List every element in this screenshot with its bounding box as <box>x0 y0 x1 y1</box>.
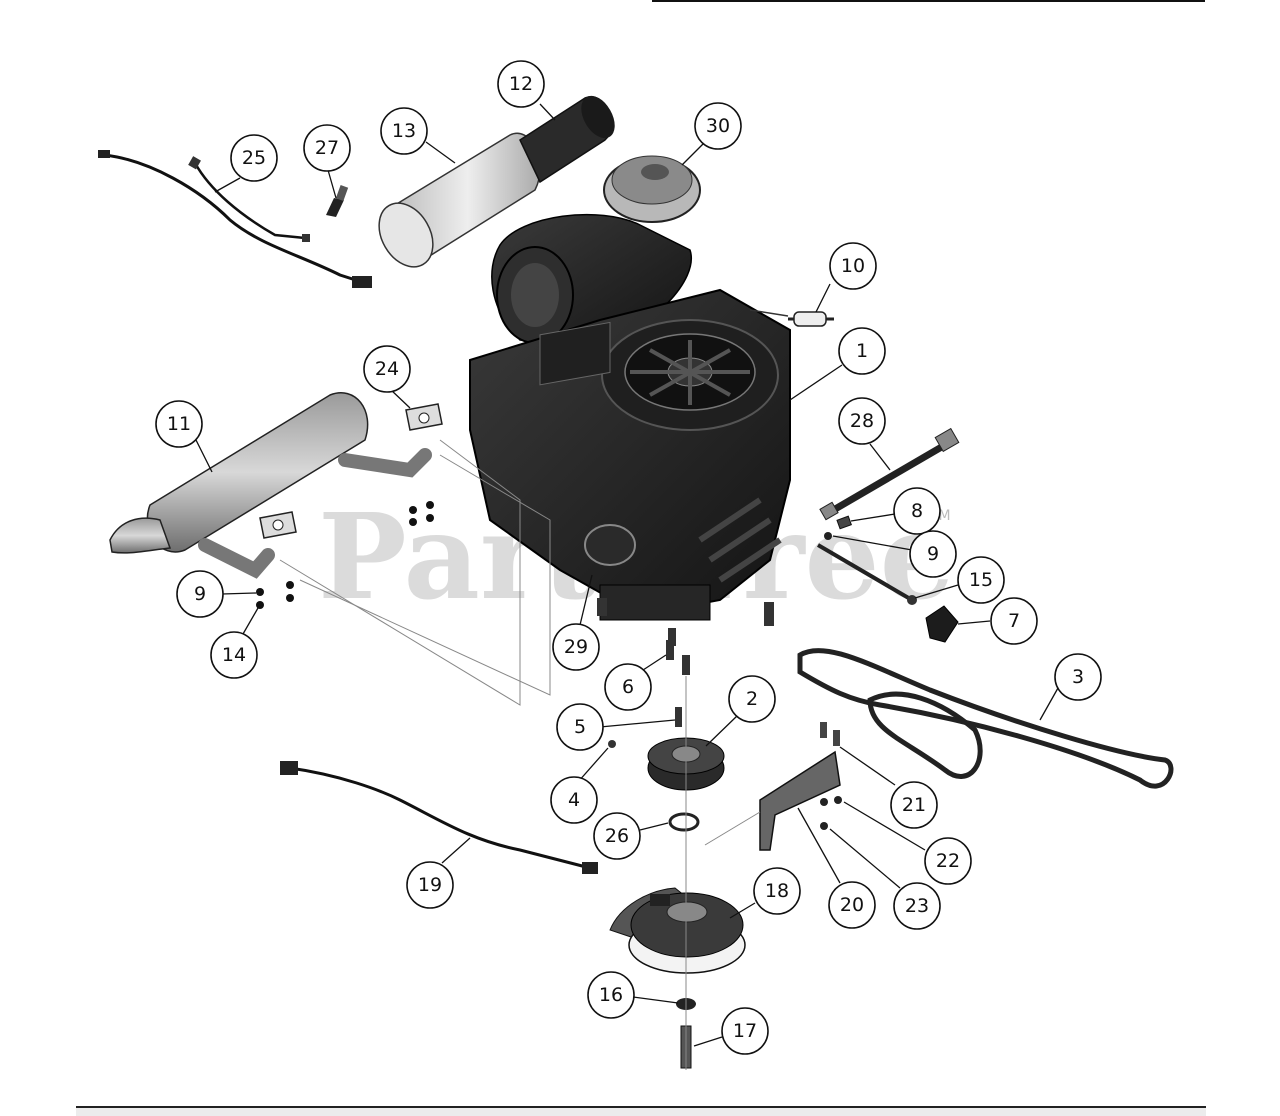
fuel-filter-part <box>749 309 834 327</box>
svg-text:17: 17 <box>733 1020 757 1042</box>
callout-11[interactable]: 11 <box>155 400 203 448</box>
callout-3[interactable]: 3 <box>1054 653 1102 701</box>
callout-12[interactable]: 12 <box>497 60 545 108</box>
svg-text:23: 23 <box>905 895 929 917</box>
callout-9-left[interactable]: 9 <box>176 570 224 618</box>
svg-text:7: 7 <box>1008 610 1020 632</box>
callouts: 1 2 3 4 5 6 7 8 9 9 10 11 12 13 14 15 16… <box>155 60 1102 1055</box>
footer-bar <box>76 1106 1206 1116</box>
exhaust-gaskets-part <box>259 403 443 539</box>
svg-text:5: 5 <box>574 716 586 738</box>
svg-text:24: 24 <box>375 358 399 380</box>
callout-27[interactable]: 27 <box>303 124 351 172</box>
spacer-part <box>668 812 700 832</box>
fitting-part <box>836 515 852 530</box>
svg-text:29: 29 <box>564 636 588 658</box>
svg-text:28: 28 <box>850 410 874 432</box>
callout-8[interactable]: 8 <box>893 487 941 535</box>
svg-text:9: 9 <box>927 543 939 565</box>
oil-fill-cap-part <box>925 605 959 643</box>
svg-text:21: 21 <box>902 794 926 816</box>
svg-text:1: 1 <box>856 340 868 362</box>
svg-text:18: 18 <box>765 880 789 902</box>
svg-text:8: 8 <box>911 500 923 522</box>
drive-belt-part <box>797 648 1174 789</box>
svg-text:26: 26 <box>605 825 629 847</box>
wiring-harness-part <box>98 150 372 288</box>
hydraulic-hose-part <box>819 427 960 521</box>
bracket-hardware-part <box>820 722 842 830</box>
callout-28[interactable]: 28 <box>838 397 886 445</box>
svg-text:13: 13 <box>392 120 416 142</box>
dipstick-tube-part <box>816 543 917 605</box>
callout-1[interactable]: 1 <box>838 327 886 375</box>
svg-text:4: 4 <box>568 789 580 811</box>
svg-text:25: 25 <box>242 147 266 169</box>
pre-cleaner-part <box>519 95 615 184</box>
callout-14[interactable]: 14 <box>210 631 258 679</box>
crank-key-part <box>675 707 682 727</box>
svg-text:27: 27 <box>315 137 339 159</box>
callout-18[interactable]: 18 <box>753 867 801 915</box>
callout-19[interactable]: 19 <box>406 861 454 909</box>
washer-right-part <box>824 532 832 540</box>
callout-20[interactable]: 20 <box>828 881 876 929</box>
callout-24[interactable]: 24 <box>363 345 411 393</box>
callout-9-right[interactable]: 9 <box>909 530 957 578</box>
callout-13[interactable]: 13 <box>380 107 428 155</box>
callout-25[interactable]: 25 <box>230 134 278 182</box>
svg-text:10: 10 <box>841 255 865 277</box>
spark-plug-part <box>326 185 349 217</box>
clutch-wire-harness-part <box>280 761 598 874</box>
callout-2[interactable]: 2 <box>728 675 776 723</box>
pto-clutch-part <box>609 887 746 974</box>
svg-text:2: 2 <box>746 688 758 710</box>
leader-lines <box>195 103 1059 1047</box>
callout-30[interactable]: 30 <box>694 102 742 150</box>
svg-text:6: 6 <box>622 676 634 698</box>
engine-bolts-part <box>666 640 690 675</box>
svg-text:11: 11 <box>167 413 191 435</box>
mounting-bolts-part <box>597 598 774 646</box>
svg-text:22: 22 <box>936 850 960 872</box>
callout-17[interactable]: 17 <box>721 1007 769 1055</box>
callout-10[interactable]: 10 <box>829 242 877 290</box>
svg-text:19: 19 <box>418 874 442 896</box>
exhaust-nuts-part <box>256 501 434 609</box>
callout-4[interactable]: 4 <box>550 776 598 824</box>
svg-text:14: 14 <box>222 644 246 666</box>
callout-7[interactable]: 7 <box>990 597 1038 645</box>
callout-23[interactable]: 23 <box>893 882 941 930</box>
air-cleaner-cover-part <box>603 155 701 223</box>
callout-6[interactable]: 6 <box>604 663 652 711</box>
callout-21[interactable]: 21 <box>890 781 938 829</box>
svg-text:3: 3 <box>1072 666 1084 688</box>
svg-text:30: 30 <box>706 115 730 137</box>
svg-text:20: 20 <box>840 894 864 916</box>
callout-15[interactable]: 15 <box>957 556 1005 604</box>
set-screw-part <box>608 740 616 748</box>
callout-5[interactable]: 5 <box>556 703 604 751</box>
svg-text:9: 9 <box>194 583 206 605</box>
guide-lines <box>279 439 761 1070</box>
callout-22[interactable]: 22 <box>924 837 972 885</box>
callout-16[interactable]: 16 <box>587 971 635 1019</box>
idler-bracket-part <box>759 750 841 851</box>
svg-text:15: 15 <box>969 569 993 591</box>
callout-29[interactable]: 29 <box>552 623 600 671</box>
callout-26[interactable]: 26 <box>593 812 641 860</box>
svg-text:12: 12 <box>509 73 533 95</box>
svg-text:16: 16 <box>599 984 623 1006</box>
muffler-part <box>109 392 432 579</box>
